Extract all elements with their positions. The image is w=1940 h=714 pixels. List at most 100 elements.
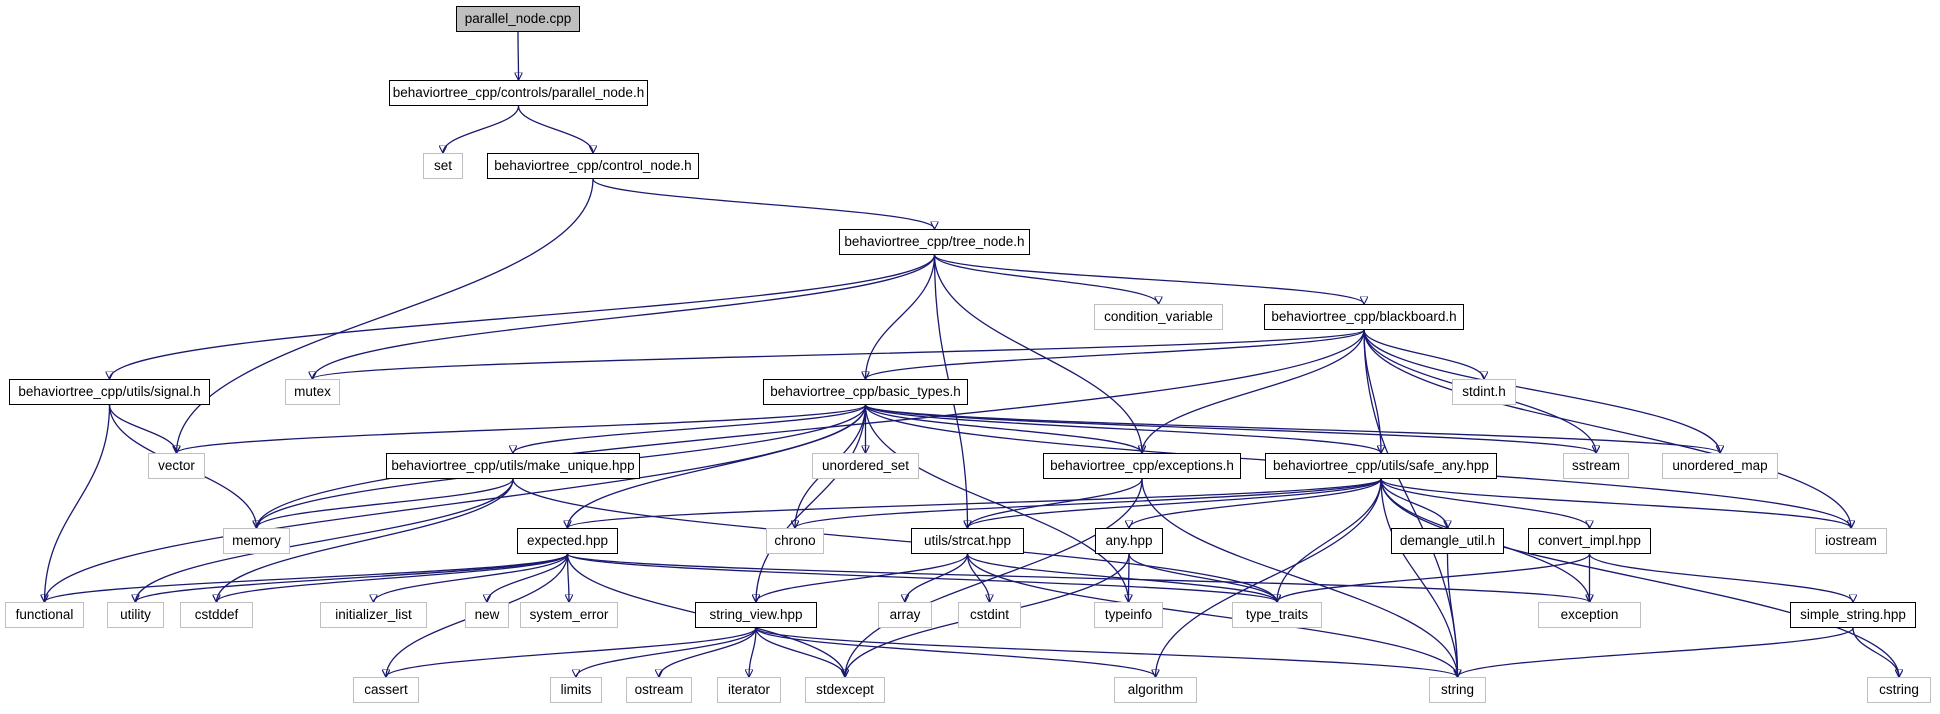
edge-tree_node-to-mutex	[313, 254, 936, 379]
node-make-unique-hpp[interactable]: behaviortree_cpp/utils/make_unique.hpp	[386, 453, 640, 479]
edge-tree_node-to-condition_variable	[933, 254, 1159, 304]
node-string-view-hpp[interactable]: string_view.hpp	[695, 602, 817, 628]
edge-basic_types-to-safe_any	[864, 404, 1382, 454]
edge-safe_any-to-demangle	[1380, 478, 1448, 528]
node-cstddef: cstddef	[180, 602, 253, 628]
edge-safe_any-to-any	[1129, 478, 1382, 528]
edge-blackboard-to-basic_types	[866, 329, 1365, 380]
edge-simple_string-to-string	[1458, 627, 1854, 678]
node-stdint-h: stdint.h	[1452, 379, 1516, 405]
edge-control_node-to-vector	[177, 178, 594, 453]
node-tree-node-h[interactable]: behaviortree_cpp/tree_node.h	[839, 229, 1030, 255]
edge-exceptions-to-stdexcept	[845, 478, 1143, 677]
edge-basic_types-to-unordered_map	[864, 404, 1721, 454]
node-typeinfo: typeinfo	[1094, 602, 1163, 628]
edge-tree_node-to-blackboard	[933, 254, 1365, 305]
node-parallel-node-cpp: parallel_node.cpp	[456, 6, 580, 32]
edge-strcat-to-array	[905, 553, 969, 602]
edge-exceptions-to-strcat	[968, 478, 1143, 528]
node-signal-h[interactable]: behaviortree_cpp/utils/signal.h	[9, 379, 210, 405]
node-array: array	[878, 602, 932, 628]
edge-basic_types-to-sstream	[864, 404, 1597, 454]
edge-expected-to-cstddef	[217, 553, 569, 603]
edge-expected-to-functional	[45, 553, 569, 603]
edge-expected-to-exception	[566, 553, 1590, 602]
edge-expected-to-utility	[136, 553, 569, 603]
edge-safe_any-to-iostream	[1380, 478, 1851, 529]
edge-strcat-to-string_view	[756, 553, 969, 602]
node-safe-any-hpp[interactable]: behaviortree_cpp/utils/safe_any.hpp	[1265, 453, 1497, 479]
edge-safe_any-to-algorithm	[1156, 478, 1382, 677]
edge-expected-to-new	[487, 553, 569, 602]
edge-strcat-to-string	[966, 553, 1458, 677]
node-basic-types-h[interactable]: behaviortree_cpp/basic_types.h	[763, 379, 968, 405]
edge-expected-to-type_traits	[566, 553, 1278, 603]
edge-tree_node-to-signal	[110, 254, 936, 379]
edge-string_view-to-algorithm	[755, 627, 1156, 678]
node-simple-string-hpp[interactable]: simple_string.hpp	[1790, 602, 1916, 628]
edge-control_node-to-tree_node	[592, 178, 935, 230]
edge-root-to-parallel_h	[518, 31, 519, 80]
edge-string_view-to-cassert	[386, 627, 757, 678]
node-strcat-hpp[interactable]: utils/strcat.hpp	[911, 528, 1024, 554]
edge-demangle-to-string	[1446, 553, 1458, 677]
edge-string_view-to-iterator	[749, 627, 757, 677]
node-blackboard-h[interactable]: behaviortree_cpp/blackboard.h	[1264, 304, 1464, 330]
edge-strcat-to-cstdint	[966, 553, 990, 602]
node-convert-impl-hpp[interactable]: convert_impl.hpp	[1528, 528, 1651, 554]
edge-expected-to-initializer_list	[374, 553, 569, 602]
node-cstring: cstring	[1867, 677, 1931, 703]
node-limits: limits	[550, 677, 602, 703]
node-unordered-set: unordered_set	[812, 453, 919, 479]
edge-blackboard-to-string	[1363, 329, 1458, 677]
edge-tree_node-to-exceptions	[933, 254, 1143, 453]
node-vector: vector	[148, 453, 205, 479]
edge-string_view-to-string	[755, 627, 1458, 678]
edge-basic_types-to-expected	[568, 404, 867, 528]
edge-convert_impl-to-type_traits	[1277, 553, 1591, 603]
node-chrono: chrono	[766, 528, 824, 554]
edge-string_view-to-ostream	[659, 627, 757, 677]
edge-blackboard-to-unordered_map	[1363, 329, 1720, 453]
node-system-error: system_error	[520, 602, 618, 628]
node-parallel-node-h[interactable]: behaviortree_cpp/controls/parallel_node.…	[389, 80, 648, 106]
edge-make_unique-to-utility	[136, 478, 514, 602]
edge-basic_types-to-exceptions	[864, 404, 1143, 453]
edge-safe_any-to-convert_impl	[1380, 478, 1590, 528]
node-iterator: iterator	[717, 677, 781, 703]
node-functional: functional	[5, 602, 84, 628]
node-exception: exception	[1538, 602, 1641, 628]
edge-safe_any-to-strcat	[968, 478, 1382, 529]
edge-blackboard-to-iostream	[1363, 329, 1851, 528]
node-exceptions-h[interactable]: behaviortree_cpp/exceptions.h	[1043, 453, 1241, 479]
edge-safe_any-to-string	[1380, 478, 1458, 677]
node-stdexcept: stdexcept	[805, 677, 885, 703]
node-string: string	[1429, 677, 1486, 703]
node-new: new	[465, 602, 509, 628]
node-any-hpp[interactable]: any.hpp	[1095, 528, 1163, 554]
node-demangle-util-h[interactable]: demangle_util.h	[1391, 528, 1504, 554]
edge-basic_types-to-make_unique	[513, 404, 867, 454]
edge-parallel_h-to-control_node	[517, 105, 594, 153]
edge-any-to-typeinfo	[1129, 553, 1130, 602]
node-mutex: mutex	[285, 379, 340, 405]
edge-safe_any-to-expected	[568, 478, 1382, 529]
edge-blackboard-to-exceptions	[1142, 329, 1365, 453]
edge-simple_string-to-cstring	[1852, 627, 1899, 677]
node-iostream: iostream	[1815, 528, 1887, 554]
edge-convert_impl-to-simple_string	[1588, 553, 1854, 602]
edge-safe_any-to-chrono	[795, 478, 1382, 529]
node-unordered-map: unordered_map	[1662, 453, 1778, 479]
node-control-node-h[interactable]: behaviortree_cpp/control_node.h	[487, 153, 699, 179]
edge-strcat-to-type_traits	[966, 553, 1278, 602]
node-utility: utility	[107, 602, 164, 628]
edge-signal-to-functional	[45, 404, 111, 602]
edge-blackboard-to-stdint	[1363, 329, 1484, 379]
edge-safe_any-to-cstring	[1380, 478, 1899, 677]
node-condition-variable: condition_variable	[1094, 304, 1223, 330]
node-ostream: ostream	[626, 677, 692, 703]
node-expected-hpp[interactable]: expected.hpp	[517, 528, 618, 554]
node-algorithm: algorithm	[1114, 677, 1197, 703]
